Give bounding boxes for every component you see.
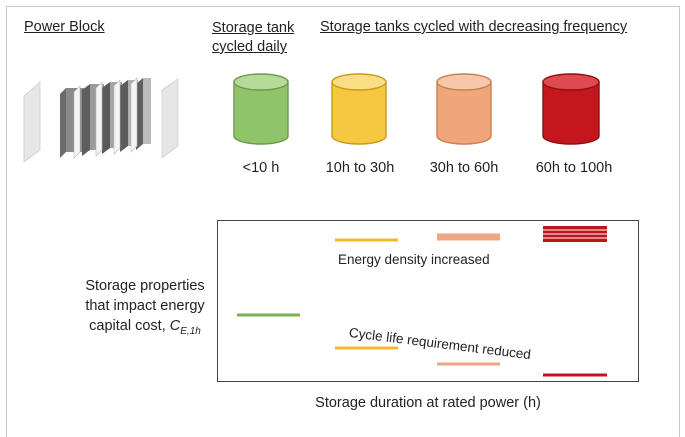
tank-red-icon (542, 73, 600, 145)
note-symbol: C (169, 318, 181, 334)
x-axis-label: Storage duration at rated power (h) (315, 395, 541, 411)
storage-properties-note: Storage properties that impact energy ca… (60, 276, 230, 342)
tanks-decreasing-header: Storage tanks cycled with decreasing fre… (320, 19, 628, 35)
tank-label-lt10: <10 h (242, 160, 280, 176)
diagram-graphics (23, 73, 607, 377)
tank-daily-header-line2: cycled daily (212, 39, 287, 55)
energy-line-red (543, 226, 607, 242)
tank-orange-icon (436, 73, 492, 145)
tank-daily-header-line1: Storage tank (212, 20, 295, 36)
note-line2: that impact energy (85, 298, 205, 314)
note-line1: Storage properties (85, 278, 205, 294)
plot-box (217, 220, 639, 382)
figure-frame (6, 6, 680, 437)
note-line3: capital cost, CE,1h (60, 316, 230, 342)
note-subscript: E,1h (180, 325, 201, 337)
tank-label-30-60: 30h to 60h (429, 160, 499, 176)
tank-label-10-30: 10h to 30h (325, 160, 395, 176)
tank-daily-header: Storage tank cycled daily (212, 19, 294, 57)
power-block-header: Power Block (24, 19, 105, 35)
note-line3-prefix: capital cost, (89, 318, 170, 334)
tank-green-icon (233, 73, 289, 145)
tank-label-60-100: 60h to 100h (535, 160, 613, 176)
energy-density-annotation: Energy density increased (338, 252, 490, 267)
power-block-icon (23, 77, 179, 163)
tank-yellow-icon (331, 73, 387, 145)
